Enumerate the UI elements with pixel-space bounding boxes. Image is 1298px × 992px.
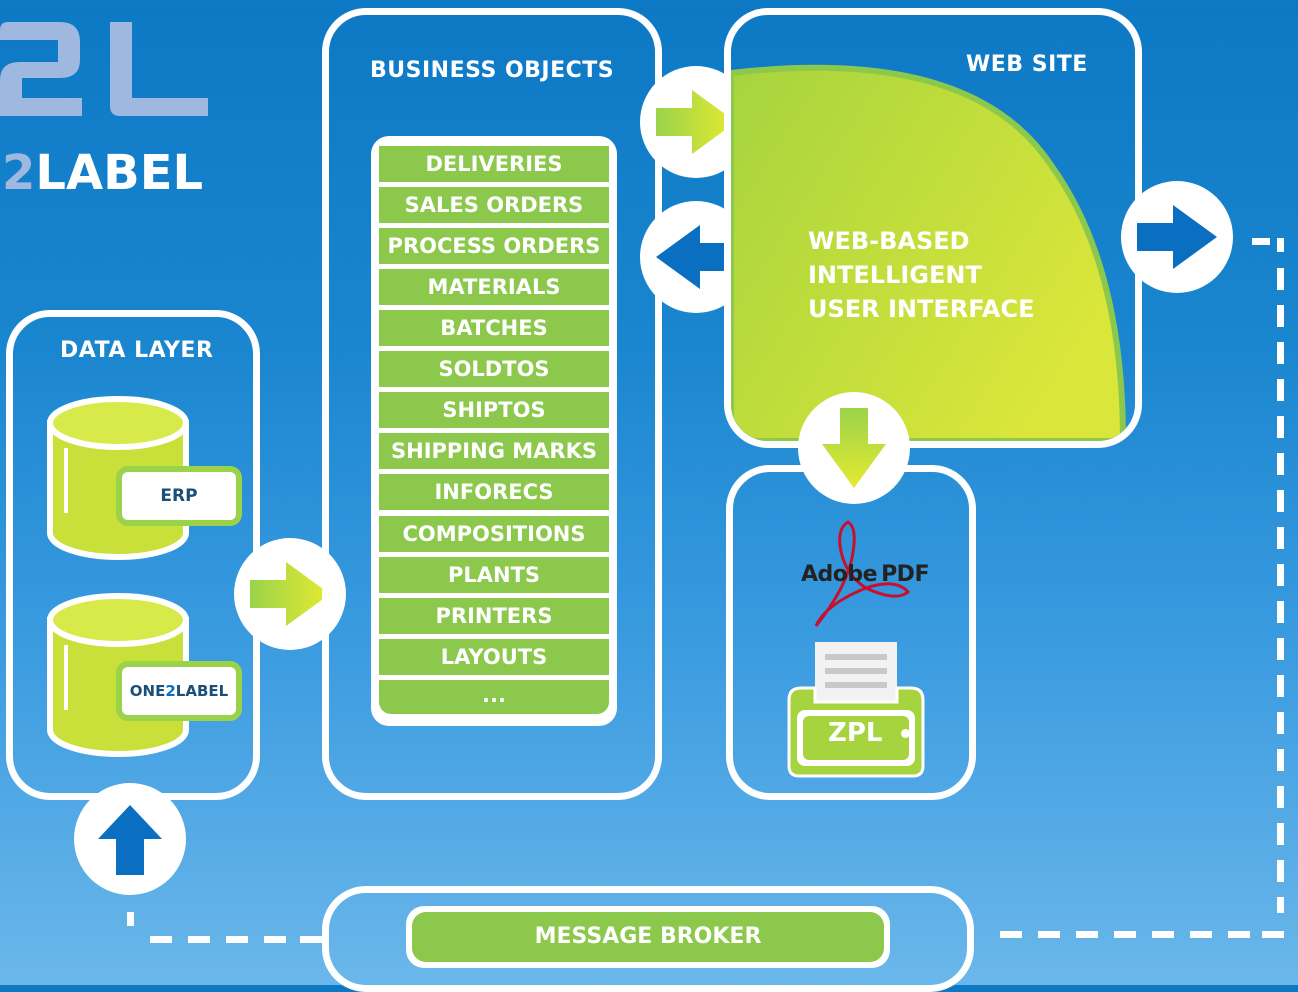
list-item: PRINTERS — [379, 598, 609, 634]
list-item: PLANTS — [379, 557, 609, 593]
brand-name: 2LABEL — [2, 145, 203, 201]
down-arrow-circle — [798, 392, 910, 504]
web-ui-line: USER INTERFACE — [808, 295, 1035, 323]
arrow-right-icon — [250, 562, 330, 626]
logo: 2LABEL — [0, 20, 220, 201]
arrow-right-icon — [656, 90, 736, 154]
one2label-suffix: LABEL — [175, 682, 229, 700]
web-ui-shape — [731, 64, 1127, 441]
printer-led-icon — [901, 729, 910, 738]
list-item: INFORECS — [379, 474, 609, 510]
pdf-label: PDF — [881, 562, 929, 587]
list-item: ... — [379, 680, 609, 714]
arrow-left-icon — [656, 225, 736, 289]
one2label-accent: 2 — [165, 682, 176, 700]
business-objects-title: BUSINESS OBJECTS — [370, 58, 615, 83]
arrow-down-icon — [822, 408, 886, 488]
web-ui-line: WEB-BASED — [808, 227, 970, 255]
up-arrow-circle — [74, 783, 186, 895]
business-objects-panel — [322, 8, 662, 800]
list-item: SOLDTOS — [379, 351, 609, 387]
list-item: SHIPPING MARKS — [379, 433, 609, 469]
list-item: SALES ORDERS — [379, 187, 609, 223]
list-item: SHIPTOS — [379, 392, 609, 428]
arrow-right-icon — [1137, 205, 1217, 269]
one2label-label: ONE2LABEL — [116, 661, 242, 721]
list-item: BATCHES — [379, 310, 609, 346]
one2label-prefix: ONE — [129, 682, 166, 700]
list-item: MATERIALS — [379, 269, 609, 305]
erp-label: ERP — [116, 466, 242, 526]
list-item: PROCESS ORDERS — [379, 228, 609, 264]
list-item: DELIVERIES — [379, 146, 609, 182]
arrow-up-icon — [98, 805, 162, 875]
adobe-label: Adobe — [801, 562, 878, 587]
list-item: COMPOSITIONS — [379, 516, 609, 552]
printer-icon — [787, 642, 925, 778]
web-ui-line: INTELLIGENT — [808, 261, 982, 289]
message-broker-label: MESSAGE BROKER — [412, 912, 884, 962]
business-objects-list: DELIVERIES SALES ORDERS PROCESS ORDERS M… — [371, 136, 617, 726]
web-site-title: WEB SITE — [966, 52, 1088, 77]
brand-prefix: 2 — [2, 145, 36, 201]
web-ui-description: WEB-BASED INTELLIGENT USER INTERFACE — [808, 224, 1035, 326]
list-item: LAYOUTS — [379, 639, 609, 675]
brand-suffix: LABEL — [35, 145, 204, 201]
zpl-label: ZPL — [828, 718, 883, 748]
adobe-pdf-logo-icon — [814, 520, 911, 627]
message-broker-box: MESSAGE BROKER — [406, 906, 890, 968]
data-layer-title: DATA LAYER — [60, 338, 214, 363]
right-arrow-circle-out — [1121, 181, 1233, 293]
logo-mark-icon — [0, 22, 208, 116]
